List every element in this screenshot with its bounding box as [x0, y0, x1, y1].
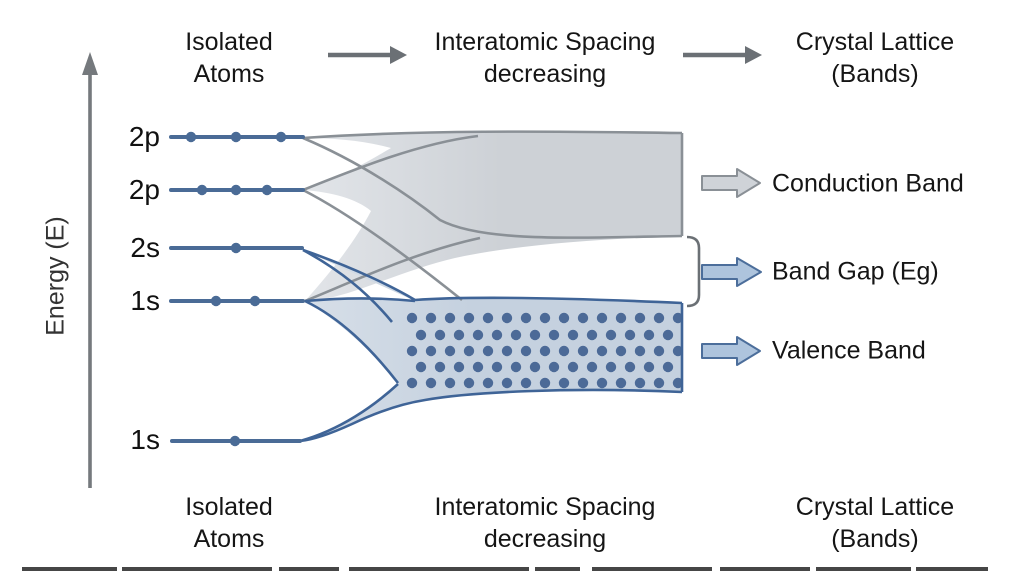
conduction-band-arrow-icon: [701, 168, 761, 198]
footer-spacing-line1: Interatomic Spacing: [434, 493, 656, 521]
valence-band-shape: [300, 250, 682, 441]
conduction-band-shape: [303, 131, 682, 301]
energy-axis-label: Energy (E): [41, 216, 70, 336]
valence-band-arrow-icon: [701, 336, 761, 366]
header-spacing-line2: decreasing: [483, 60, 607, 88]
band-gap-bracket: [686, 235, 701, 308]
footer-spacing-line2: decreasing: [483, 525, 607, 553]
valence-band-edges: [299, 248, 684, 443]
footer-crystal-lattice: Crystal Lattice (Bands): [725, 491, 1024, 555]
flow-arrow-right-icon: [683, 46, 762, 64]
conduction-band-edges: [302, 130, 684, 303]
level-label-2p-lower: 2p: [128, 174, 160, 205]
flow-arrow-left-icon: [328, 46, 407, 64]
header-isolated-line2: Atoms: [193, 60, 265, 88]
energy-axis-arrow: [82, 52, 98, 488]
valence-band-dots: [406, 312, 682, 389]
header-lattice-line2: (Bands): [831, 60, 919, 88]
footer-isolated-atoms: Isolated Atoms: [79, 491, 379, 555]
legend-band-gap: Band Gap (Eg): [772, 257, 939, 286]
footer-isolated-line2: Atoms: [193, 525, 265, 553]
level-label-2s: 2s: [130, 232, 160, 263]
footer-isolated-line1: Isolated: [185, 493, 273, 521]
header-interatomic-spacing: Interatomic Spacing decreasing: [395, 26, 695, 90]
level-label-1s-upper: 1s: [130, 285, 160, 316]
footer-lattice-line2: (Bands): [831, 525, 919, 553]
header-crystal-lattice: Crystal Lattice (Bands): [725, 26, 1024, 90]
atomic-levels: [169, 131, 305, 447]
header-lattice-line1: Crystal Lattice: [795, 28, 955, 56]
level-label-2p-upper: 2p: [128, 121, 160, 152]
header-isolated-atoms: Isolated Atoms: [79, 26, 379, 90]
footer-lattice-line1: Crystal Lattice: [795, 493, 955, 521]
header-isolated-line1: Isolated: [185, 28, 273, 56]
legend-conduction-band: Conduction Band: [772, 169, 964, 198]
footer-interatomic-spacing: Interatomic Spacing decreasing: [395, 491, 695, 555]
header-spacing-line1: Interatomic Spacing: [434, 28, 656, 56]
band-gap-arrow-icon: [701, 257, 762, 287]
level-label-1s-lower: 1s: [130, 424, 160, 455]
legend-valence-band: Valence Band: [772, 336, 926, 365]
